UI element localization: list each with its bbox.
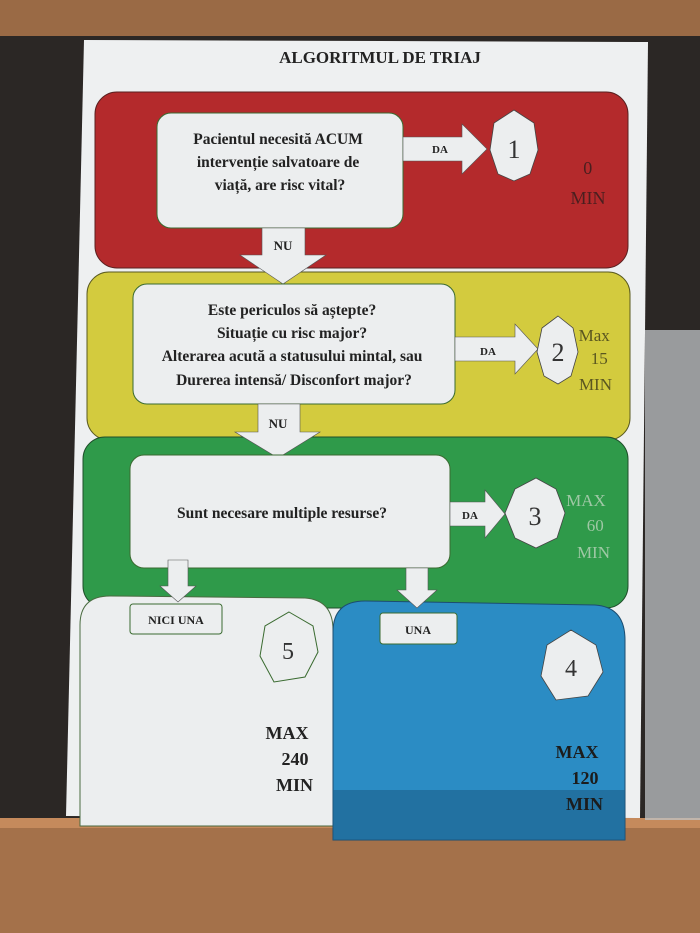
level-2-badge (536, 315, 579, 385)
level-5-number: 5 (282, 639, 294, 665)
yellow-yes-label: DA (480, 346, 496, 358)
red-no-arrow (239, 227, 327, 285)
white-time-text: MAX 240 MIN (266, 723, 314, 795)
none-arrow (159, 559, 197, 603)
yellow-time-text: Max 15 MIN (579, 326, 614, 394)
red-yes-label: DA (432, 144, 448, 156)
window-reflection (645, 330, 700, 820)
green-question-text: Sunt necesare multiple resurse? (177, 505, 387, 522)
none-label: NICI UNA (148, 613, 204, 627)
yellow-no-arrow (233, 403, 322, 459)
level-1-badge (489, 109, 539, 182)
one-label-box (379, 612, 458, 645)
yellow-yes-arrow (454, 323, 539, 375)
yellow-no-label: NU (269, 416, 288, 431)
level-1-number: 1 (508, 135, 521, 164)
frame-top (0, 0, 700, 36)
red-time-text: 0 MIN (571, 158, 606, 208)
red-no-label: NU (274, 238, 293, 253)
level-4-badge (540, 629, 604, 701)
level-4-number: 4 (565, 656, 577, 682)
none-label-box (129, 603, 223, 635)
green-time-text: MAX 60 MIN (566, 491, 610, 562)
level-5-badge (259, 611, 319, 683)
poster-title: ALGORITMUL DE TRIAJ (279, 48, 481, 67)
level-3-number: 3 (529, 502, 542, 531)
blue-time-text: MAX 120 MIN (556, 742, 604, 814)
red-yes-arrow (402, 123, 488, 175)
level-2-number: 2 (552, 338, 565, 367)
one-arrow (396, 567, 438, 609)
yellow-question-text: Este periculos să aștepte? Situație cu r… (162, 302, 427, 389)
level-3-badge (504, 477, 566, 549)
red-question-text: Pacientul necesită ACUM intervenție salv… (193, 131, 366, 194)
green-yes-arrow (449, 489, 506, 539)
one-label: UNA (405, 623, 431, 637)
green-yes-label: DA (462, 510, 478, 522)
